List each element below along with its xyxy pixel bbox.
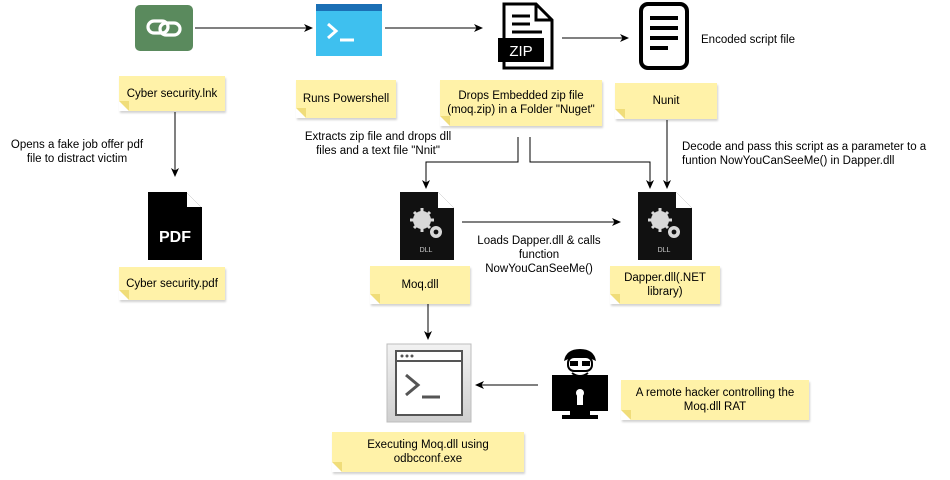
exec-label: Executing Moq.dll using odbcconf.exe [367,439,489,465]
moq-dll-icon: DLL [400,192,454,260]
zip-label: Drops Embedded zip file (moq.zip) in a F… [447,90,595,116]
powershell-note: Runs Powershell [296,80,396,118]
dapper-note: Dapper.dll(.NET library) [610,266,720,304]
dapper-label: Dapper.dll(.NET library) [624,272,706,298]
lnk-label: Cyber security.lnk [126,87,218,100]
loads-label: Loads Dapper.dll & calls function NowYou… [477,235,601,275]
extracts-label: Extracts zip file and drops dll files an… [304,131,452,157]
hacker-label: A remote hacker controlling the Moq.dll … [635,387,795,413]
moq-dll-icon-text: DLL [420,247,433,254]
exec-note: Executing Moq.dll using odbcconf.exe [332,432,524,472]
zip-file-icon: ZIP [496,2,558,70]
lnk-note: Cyber security.lnk [119,76,225,111]
moq-label: Moq.dll [401,279,439,291]
powershell-label: Runs Powershell [302,93,390,105]
encoded-script-label: Encoded script file [701,34,795,46]
hacker-icon [548,347,612,421]
zip-note: Drops Embedded zip file (moq.zip) in a F… [440,80,602,126]
console-window-icon [386,343,472,423]
dapper-dll-icon-text: DLL [658,247,671,254]
nunit-label: Nunit [652,95,680,107]
pdf-label: Cyber security.pdf [126,277,218,290]
fake-offer-label: Opens a fake job offer pdf file to distr… [10,139,144,165]
decode-label: Decode and pass this script as a paramet… [682,141,927,167]
powershell-icon [316,4,382,56]
nunit-note: Nunit [615,83,717,119]
pdf-note: Cyber security.pdf [119,267,225,300]
zip-icon-text: ZIP [509,43,532,60]
link-icon [134,4,194,52]
arrow-zip-to-dapper [529,137,654,189]
script-file-icon [636,2,692,70]
pdf-icon-text: PDF [159,229,191,246]
moq-note: Moq.dll [370,266,470,304]
hacker-note: A remote hacker controlling the Moq.dll … [621,380,809,420]
arrow-zip-to-moq [422,137,519,189]
dapper-dll-icon: DLL [638,192,692,260]
pdf-file-icon: PDF [148,192,202,260]
